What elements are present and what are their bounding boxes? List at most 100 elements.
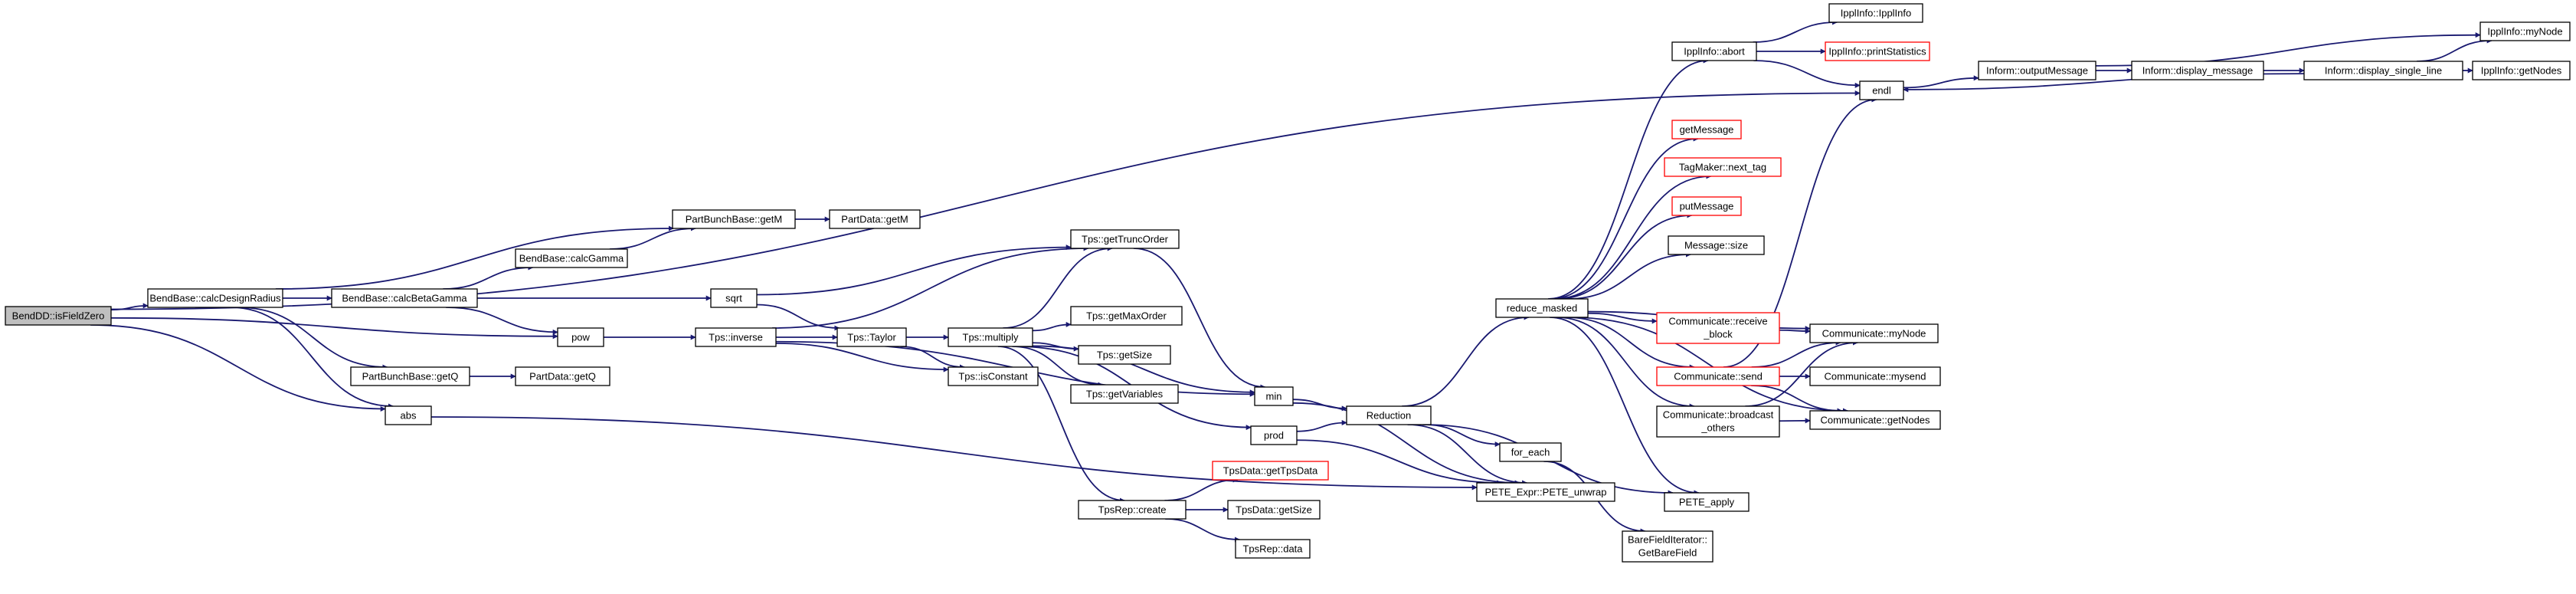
- node-box-n40[interactable]: [1656, 405, 1780, 438]
- node-n27[interactable]: PETE_Expr::PETE_unwrap: [1476, 482, 1615, 502]
- node-n15[interactable]: Tps::getTruncOrder: [1070, 229, 1180, 249]
- node-box-n13[interactable]: [948, 366, 1039, 386]
- node-box-n47[interactable]: [2303, 61, 2463, 80]
- node-box-n37[interactable]: [1668, 235, 1765, 255]
- node-box-n7[interactable]: [515, 366, 610, 386]
- node-box-n19[interactable]: [1254, 386, 1294, 406]
- node-box-n8[interactable]: [710, 288, 758, 308]
- node-n10[interactable]: abs: [385, 405, 432, 425]
- node-box-n44[interactable]: [1809, 410, 1941, 430]
- node-n23[interactable]: TpsData::getSize: [1227, 500, 1321, 520]
- node-n32[interactable]: IpplInfo::printStatistics: [1825, 41, 1930, 61]
- node-n33[interactable]: endl: [1859, 80, 1904, 100]
- node-n20[interactable]: prod: [1250, 425, 1298, 445]
- node-box-n35[interactable]: [1664, 157, 1782, 177]
- node-box-n9[interactable]: [557, 327, 604, 347]
- node-n8[interactable]: sqrt: [710, 288, 758, 308]
- node-n16[interactable]: Tps::getMaxOrder: [1070, 306, 1183, 326]
- node-box-n34[interactable]: [1671, 120, 1742, 139]
- node-n21[interactable]: TpsRep::create: [1078, 500, 1187, 520]
- node-n1[interactable]: BendBase::calcDesignRadius: [147, 288, 283, 308]
- node-n25[interactable]: Reduction: [1346, 405, 1432, 425]
- node-n40[interactable]: Communicate::broadcast_others: [1656, 405, 1780, 438]
- node-n2[interactable]: BendBase::calcBetaGamma: [331, 288, 478, 308]
- node-box-n21[interactable]: [1078, 500, 1187, 520]
- node-root[interactable]: BendDD::isFieldZero: [5, 306, 112, 326]
- node-n14[interactable]: Tps::multiply: [948, 327, 1033, 347]
- node-box-n11[interactable]: [695, 327, 777, 347]
- node-n9[interactable]: pow: [557, 327, 604, 347]
- node-box-n36[interactable]: [1671, 196, 1742, 216]
- node-n19[interactable]: min: [1254, 386, 1294, 406]
- node-n11[interactable]: Tps::inverse: [695, 327, 777, 347]
- node-n7[interactable]: PartData::getQ: [515, 366, 610, 386]
- node-box-n3[interactable]: [515, 248, 628, 268]
- node-n44[interactable]: Communicate::getNodes: [1809, 410, 1941, 430]
- node-n46[interactable]: Inform::display_message: [2131, 61, 2264, 80]
- node-box-n43[interactable]: [1809, 366, 1941, 386]
- node-n12[interactable]: Tps::Taylor: [836, 327, 907, 347]
- node-box-n14[interactable]: [948, 327, 1033, 347]
- node-n22[interactable]: TpsData::getTpsData: [1212, 461, 1329, 481]
- node-box-n5[interactable]: [829, 209, 921, 229]
- node-box-n30[interactable]: [1671, 41, 1757, 61]
- node-box-n16[interactable]: [1070, 306, 1183, 326]
- node-box-n26[interactable]: [1499, 442, 1562, 462]
- node-n45[interactable]: Inform::outputMessage: [1978, 61, 2096, 80]
- node-n6[interactable]: PartBunchBase::getQ: [350, 366, 470, 386]
- node-n43[interactable]: Communicate::mysend: [1809, 366, 1941, 386]
- node-box-n17[interactable]: [1078, 345, 1171, 365]
- node-box-n22[interactable]: [1212, 461, 1329, 481]
- node-box-n42[interactable]: [1809, 323, 1939, 343]
- node-box-n4[interactable]: [672, 209, 796, 229]
- node-box-n15[interactable]: [1070, 229, 1180, 249]
- node-n31[interactable]: IpplInfo::IpplInfo: [1828, 3, 1923, 23]
- node-box-n1[interactable]: [147, 288, 283, 308]
- node-box-n48[interactable]: [2479, 21, 2571, 41]
- node-box-n24[interactable]: [1235, 539, 1311, 559]
- node-n29[interactable]: reduce_masked: [1495, 298, 1589, 318]
- node-n4[interactable]: PartBunchBase::getM: [672, 209, 796, 229]
- node-box-n46[interactable]: [2131, 61, 2264, 80]
- node-box-n41[interactable]: [1664, 492, 1750, 512]
- node-n49[interactable]: IpplInfo::getNodes: [2472, 61, 2571, 80]
- node-n30[interactable]: IpplInfo::abort: [1671, 41, 1757, 61]
- node-n42[interactable]: Communicate::myNode: [1809, 323, 1939, 343]
- node-box-n45[interactable]: [1978, 61, 2096, 80]
- node-box-n49[interactable]: [2472, 61, 2571, 80]
- node-box-n31[interactable]: [1828, 3, 1923, 23]
- node-box-n12[interactable]: [836, 327, 907, 347]
- node-box-n20[interactable]: [1250, 425, 1298, 445]
- node-n48[interactable]: IpplInfo::myNode: [2479, 21, 2571, 41]
- node-n3[interactable]: BendBase::calcGamma: [515, 248, 628, 268]
- node-box-n27[interactable]: [1476, 482, 1615, 502]
- node-box-n29[interactable]: [1495, 298, 1589, 318]
- node-box-n38[interactable]: [1656, 312, 1780, 344]
- node-n47[interactable]: Inform::display_single_line: [2303, 61, 2463, 80]
- node-box-n39[interactable]: [1656, 366, 1780, 386]
- node-box-n25[interactable]: [1346, 405, 1432, 425]
- node-n18[interactable]: Tps::getVariables: [1070, 384, 1179, 404]
- node-n34[interactable]: getMessage: [1671, 120, 1742, 139]
- node-n39[interactable]: Communicate::send: [1656, 366, 1780, 386]
- node-n38[interactable]: Communicate::receive_block: [1656, 312, 1780, 344]
- node-n24[interactable]: TpsRep::data: [1235, 539, 1311, 559]
- node-n37[interactable]: Message::size: [1668, 235, 1765, 255]
- node-box-n2[interactable]: [331, 288, 478, 308]
- node-n17[interactable]: Tps::getSize: [1078, 345, 1171, 365]
- node-n5[interactable]: PartData::getM: [829, 209, 921, 229]
- node-box-n33[interactable]: [1859, 80, 1904, 100]
- node-box-n18[interactable]: [1070, 384, 1179, 404]
- node-box-n32[interactable]: [1825, 41, 1930, 61]
- node-box-n28[interactable]: [1622, 530, 1714, 563]
- node-n41[interactable]: PETE_apply: [1664, 492, 1750, 512]
- node-n13[interactable]: Tps::isConstant: [948, 366, 1039, 386]
- node-n26[interactable]: for_each: [1499, 442, 1562, 462]
- node-n36[interactable]: putMessage: [1671, 196, 1742, 216]
- node-n35[interactable]: TagMaker::next_tag: [1664, 157, 1782, 177]
- node-box-n23[interactable]: [1227, 500, 1321, 520]
- node-box-root[interactable]: [5, 306, 112, 326]
- node-box-n10[interactable]: [385, 405, 432, 425]
- node-box-n6[interactable]: [350, 366, 470, 386]
- node-n28[interactable]: BareFieldIterator::GetBareField: [1622, 530, 1714, 563]
